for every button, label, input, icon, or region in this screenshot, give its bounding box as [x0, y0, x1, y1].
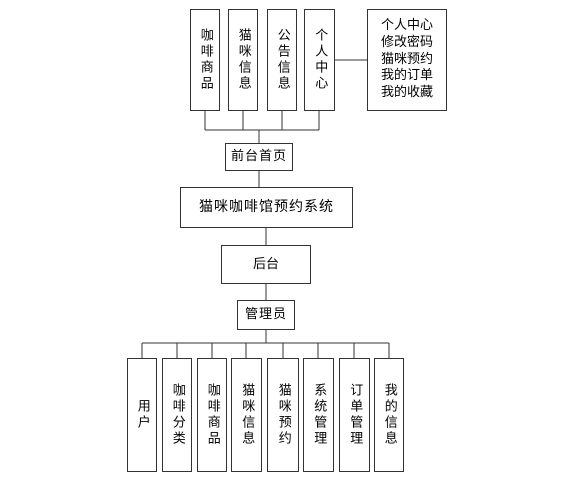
- module-label: 猫咪信息: [235, 28, 251, 92]
- module-label: 我的信息: [381, 383, 397, 447]
- module-label: 公告信息: [274, 28, 290, 92]
- module-label: 咖啡商品: [197, 28, 213, 92]
- admin-box: 管理员: [237, 300, 295, 330]
- module-order-management: 订单管理: [339, 358, 370, 472]
- module-label: 系统管理: [311, 383, 327, 447]
- module-label: 猫咪预约: [275, 383, 291, 447]
- module-label: 咖啡分类: [169, 383, 185, 447]
- module-users: 用户: [127, 358, 157, 472]
- system-title-box: 猫咪咖啡馆预约系统: [180, 187, 353, 228]
- module-label: 咖啡商品: [204, 383, 220, 447]
- module-coffee-products-front: 咖啡商品: [190, 9, 220, 111]
- module-my-info: 我的信息: [374, 358, 404, 472]
- module-label: 猫咪信息: [239, 383, 255, 447]
- module-system-management: 系统管理: [303, 358, 334, 472]
- module-personal-center-front: 个人中心: [304, 9, 335, 111]
- module-coffee-products: 咖啡商品: [197, 358, 227, 472]
- personal-center-note: 个人中心 修改密码 猫咪预约 我的订单 我的收藏: [367, 9, 447, 111]
- module-cat-booking: 猫咪预约: [267, 358, 299, 472]
- module-label: 个人中心: [312, 28, 328, 92]
- module-announcement-front: 公告信息: [267, 9, 297, 111]
- module-cat-info-front: 猫咪信息: [228, 9, 258, 111]
- module-label: 用户: [134, 399, 150, 431]
- front-home-box: 前台首页: [225, 143, 293, 171]
- backend-box: 后台: [221, 245, 311, 284]
- module-label: 订单管理: [347, 383, 363, 447]
- module-coffee-category: 咖啡分类: [162, 358, 192, 472]
- module-cat-info: 猫咪信息: [231, 358, 262, 472]
